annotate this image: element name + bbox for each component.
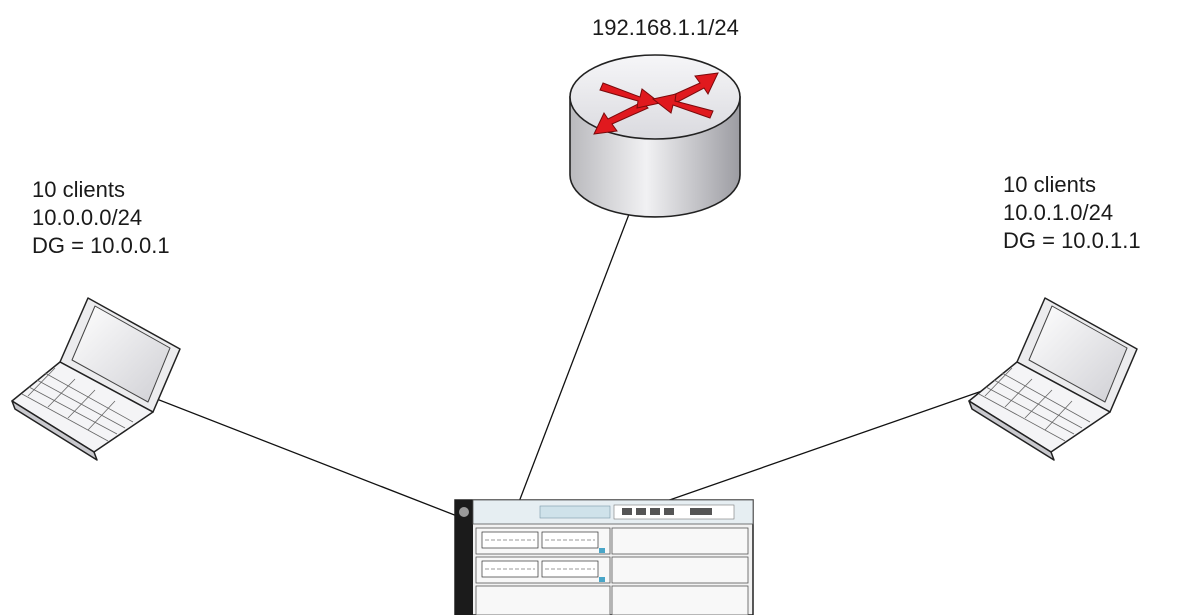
right-default-gateway: DG = 10.0.1.1 — [1003, 228, 1141, 253]
right-client-group-label: 10 clients 10.0.1.0/24 DG = 10.0.1.1 — [1003, 171, 1141, 255]
router-icon — [569, 54, 741, 218]
router-address-label: 192.168.1.1/24 — [592, 15, 739, 40]
right-subnet: 10.0.1.0/24 — [1003, 200, 1114, 225]
left-laptop-icon — [11, 297, 181, 461]
left-subnet: 10.0.0.0/24 — [32, 205, 143, 230]
left-client-group-label: 10 clients 10.0.0.0/24 DG = 10.0.0.1 — [32, 176, 170, 260]
left-default-gateway: DG = 10.0.0.1 — [32, 233, 170, 258]
right-clients-count: 10 clients — [1003, 172, 1096, 197]
left-clients-count: 10 clients — [32, 177, 125, 202]
connection-links — [94, 140, 1026, 563]
link-left-laptop-switch — [94, 374, 494, 531]
right-laptop-icon — [968, 297, 1138, 461]
switch-chassis-icon — [454, 499, 754, 615]
